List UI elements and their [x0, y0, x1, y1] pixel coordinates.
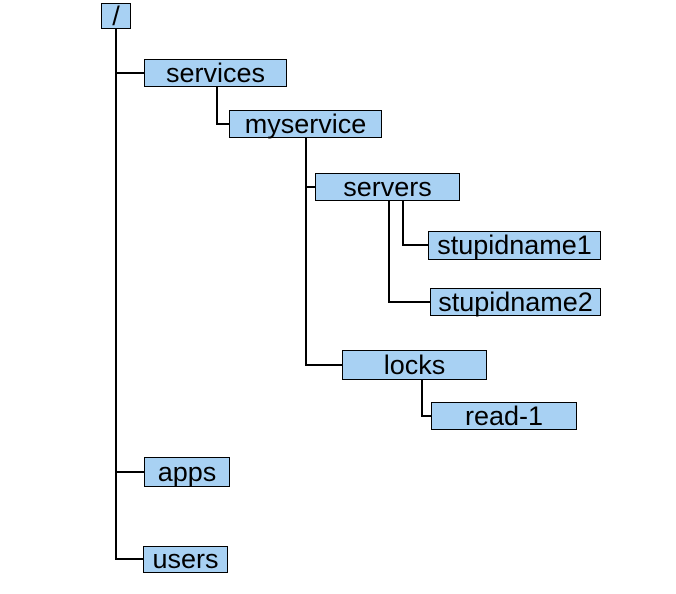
- connector-apps-branch: [115, 471, 144, 473]
- tree-node-stupidname2: stupidname2: [430, 288, 601, 316]
- connector-services-stem: [216, 87, 218, 125]
- connector-servers-stem-2: [388, 201, 390, 303]
- connector-myservice-branch: [216, 123, 229, 125]
- connector-locks-branch: [305, 364, 342, 366]
- connector-users-branch: [115, 558, 143, 560]
- tree-node-apps: apps: [144, 457, 230, 487]
- connector-services-branch: [115, 72, 144, 74]
- connector-servers-branch: [305, 186, 315, 188]
- connector-root-spine: [115, 29, 117, 560]
- connector-servers-stem-1: [402, 201, 404, 246]
- connector-myservice-stem: [305, 138, 307, 366]
- tree-node-services: services: [144, 59, 287, 87]
- connector-stupidname2-branch: [388, 301, 430, 303]
- connector-locks-stem: [421, 380, 423, 417]
- tree-node-stupidname1: stupidname1: [428, 231, 601, 260]
- tree-node-myservice: myservice: [229, 110, 382, 138]
- tree-node-users: users: [143, 546, 228, 573]
- tree-node-read-1: read-1: [431, 402, 577, 430]
- connector-read1-branch: [421, 415, 431, 417]
- tree-node-locks: locks: [342, 350, 487, 380]
- connector-stupidname1-branch: [402, 244, 428, 246]
- tree-node-root: /: [101, 2, 131, 29]
- tree-node-servers: servers: [315, 173, 460, 201]
